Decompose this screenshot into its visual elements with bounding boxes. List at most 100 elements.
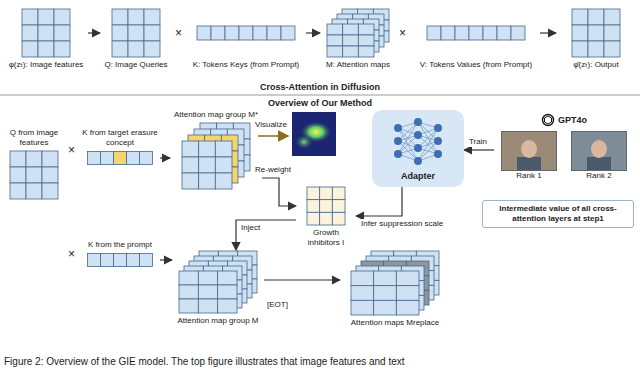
net-unit xyxy=(414,131,422,139)
multiply-sign: × xyxy=(175,27,182,39)
info-box: Intermediate value of all cross-attentio… xyxy=(482,200,634,228)
image-card: Rank 1 xyxy=(501,131,557,181)
heatmap-blob xyxy=(294,134,314,150)
edge-label: Train xyxy=(468,137,488,147)
grid-cell xyxy=(144,41,160,57)
connector-arrow xyxy=(540,32,556,33)
matrix-node: V: Tokens Values (from Prompt) xyxy=(412,8,540,70)
token-row xyxy=(80,252,160,268)
figure-caption: Figure 2: Overview of the GIE model. The… xyxy=(4,356,634,368)
grid-cell xyxy=(307,212,320,225)
grid-cell xyxy=(332,212,345,225)
grid-cell xyxy=(218,271,237,285)
rank-label: Rank 1 xyxy=(501,171,557,181)
grid-cell xyxy=(22,9,38,25)
grid-cell xyxy=(199,141,216,157)
grid-cell xyxy=(112,41,128,57)
net-unit xyxy=(394,150,402,158)
grid-cell xyxy=(198,285,217,299)
connector-arrow xyxy=(236,220,296,250)
section-rule xyxy=(0,95,640,96)
matrix-node: K from the prompt xyxy=(80,240,160,268)
grid-cell xyxy=(127,254,140,267)
matrix-node: Q: Image Queries xyxy=(100,8,172,70)
net-link xyxy=(418,141,438,161)
grid-cell xyxy=(572,9,588,25)
connector-arrow xyxy=(160,157,170,158)
grid-cell xyxy=(101,152,114,165)
grid-cell xyxy=(88,152,101,165)
token-row xyxy=(80,150,160,166)
edge-label: Infer suppression scale xyxy=(360,219,444,229)
grid-cell xyxy=(307,187,320,200)
grid-cell xyxy=(144,25,160,41)
grid-cell xyxy=(199,157,216,173)
grid-cell xyxy=(396,286,419,301)
arrow-label: Visualize xyxy=(254,120,288,130)
grid-cell xyxy=(320,212,333,225)
grid-cell xyxy=(22,41,38,57)
logo-ring xyxy=(542,114,553,125)
grid-matrix xyxy=(21,8,71,58)
grid-cell xyxy=(42,167,58,183)
grid-cell xyxy=(182,141,199,157)
grid-cell xyxy=(396,300,419,315)
connector-arrow xyxy=(464,149,494,150)
matrix-node: K: Tokens Keys (from Prompt) xyxy=(186,8,306,70)
token-row xyxy=(188,8,304,58)
grid-cell xyxy=(218,285,237,299)
grid-cell xyxy=(588,25,604,41)
section-title: Cross-Attention in Diffusion xyxy=(0,82,640,93)
connector-arrow xyxy=(356,187,402,216)
node-label: V: Tokens Values (from Prompt) xyxy=(412,60,540,70)
node-label: K from target erasure concept xyxy=(80,128,160,148)
multiply-sign: × xyxy=(68,144,75,156)
grid-cell xyxy=(441,26,455,40)
section-title: Overview of Our Method xyxy=(0,98,640,109)
photo-frame xyxy=(572,132,627,171)
grid-cell xyxy=(427,26,441,40)
grid-cell xyxy=(604,9,620,25)
node-label: Growth inhibitors I xyxy=(296,228,356,248)
edge-label: Re-weight xyxy=(254,165,292,175)
grid-cell xyxy=(10,183,26,199)
node-label: Attention map group M xyxy=(172,316,264,326)
grid-cell xyxy=(374,271,397,286)
gpt-logo xyxy=(541,113,555,127)
grid-cell xyxy=(26,151,42,167)
panel-head: GPT4o xyxy=(494,110,634,128)
grid-cell xyxy=(327,35,343,46)
grid-cell xyxy=(218,299,237,313)
grid-cell xyxy=(332,200,345,213)
grid-cell xyxy=(199,173,216,189)
grid-cell xyxy=(114,152,127,165)
grid-cell xyxy=(358,24,374,35)
node-label: Attention map group M* xyxy=(170,110,262,120)
grid-cell xyxy=(140,254,153,267)
grid-cell xyxy=(54,9,70,25)
grid-cell xyxy=(42,183,58,199)
grid-cell xyxy=(101,254,114,267)
grid-cell xyxy=(483,26,497,40)
grid-cell xyxy=(88,254,101,267)
grid-cell xyxy=(144,9,160,25)
grid-cell xyxy=(112,9,128,25)
connector-arrow xyxy=(262,178,296,206)
grid-cell xyxy=(327,24,343,35)
grid-matrix xyxy=(571,8,621,58)
grid-cell xyxy=(455,26,469,40)
image-row: Rank 1Rank 2 xyxy=(494,131,634,181)
grid-cell xyxy=(197,26,211,40)
matrix-node: Attention maps Mreplace xyxy=(340,250,450,328)
grid-cell xyxy=(114,254,127,267)
grid-cell xyxy=(179,299,198,313)
node-label: Q from image features xyxy=(2,128,66,148)
adapter-label: Adapter xyxy=(376,171,460,181)
net-unit xyxy=(434,124,442,132)
matrix-node: φ̂(zₜ): Output xyxy=(556,8,636,70)
photo-body xyxy=(587,157,611,171)
net-unit xyxy=(394,124,402,132)
info-text: Intermediate value of all cross-attentio… xyxy=(487,204,629,224)
token-row xyxy=(414,8,538,58)
grid-cell xyxy=(343,35,359,46)
